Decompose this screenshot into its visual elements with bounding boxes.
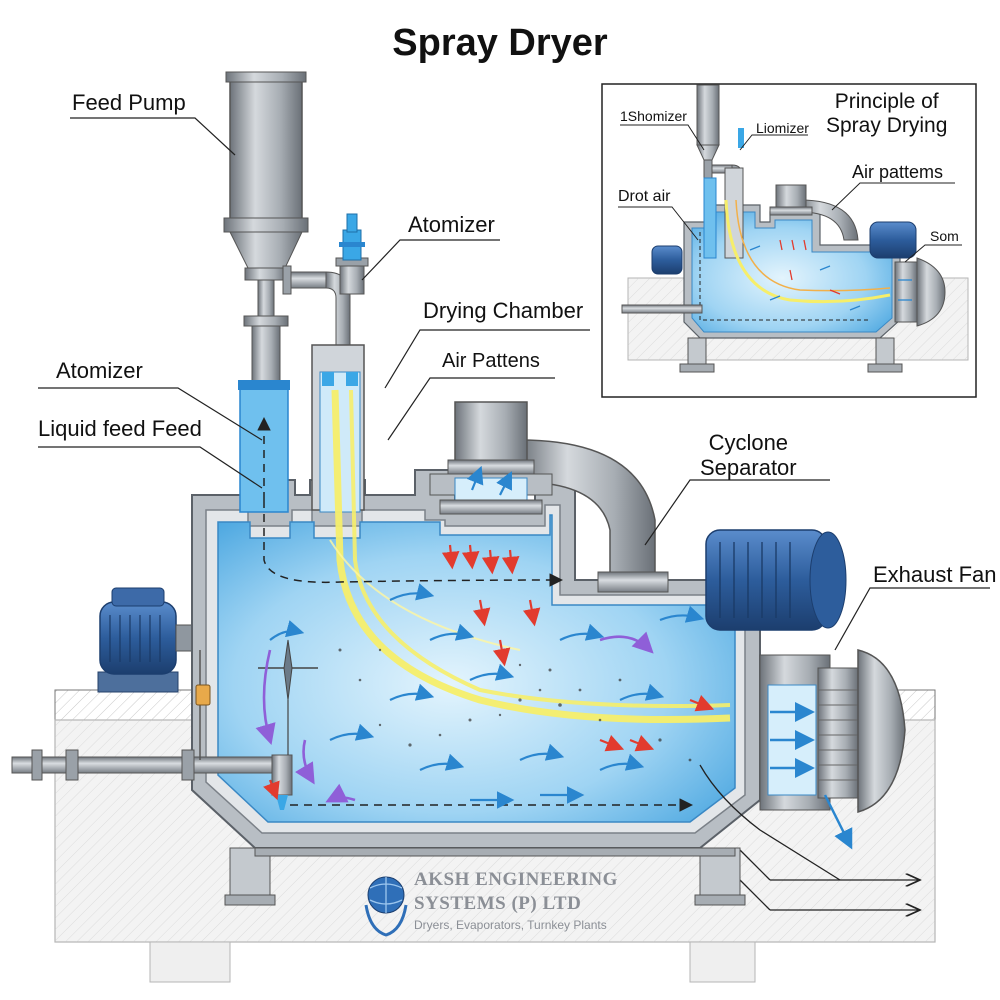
label-air-patterns: Air Pattens <box>442 350 540 372</box>
cyclone-separator <box>429 401 669 593</box>
left-motor <box>97 587 213 700</box>
inset-label-som: Som <box>930 228 959 244</box>
label-liquid-feed: Liquid feed Feed <box>38 416 202 441</box>
inset-title-line1: Principle of <box>834 90 939 113</box>
feed-pump <box>223 71 309 383</box>
label-feed-pump: Feed Pump <box>72 90 186 115</box>
label-atomizer-left: Atomizer <box>56 358 143 383</box>
liquid-feed-column <box>238 380 290 513</box>
hot-air-inlet-pipe <box>11 749 293 810</box>
feed-pipe-to-atomizer <box>282 257 369 346</box>
logo-tagline: Dryers, Evaporators, Turnkey Plants <box>414 918 607 932</box>
inset-label-drot-air: Drot air <box>618 188 671 205</box>
support-legs <box>224 847 746 906</box>
inset-panel <box>601 83 977 398</box>
label-cyclone-line2: Separator <box>700 455 797 481</box>
page-title: Spray Dryer <box>392 22 608 64</box>
inset-title-line2: Spray Drying <box>826 114 948 138</box>
label-cyclone-line1: Cyclone <box>708 430 789 455</box>
inset-label-atomizer-right: Liomizer <box>756 120 809 136</box>
inset-label-air-patterns: Air pattems <box>852 162 944 182</box>
inlet-gauge <box>195 639 318 760</box>
atomizer-nozzle-top <box>339 213 365 261</box>
leader-lines <box>38 117 990 651</box>
label-atomizer-top: Atomizer <box>408 212 495 237</box>
spray-flow-paths <box>255 389 920 910</box>
label-cyclone-separator: Cyclone Separator <box>700 430 797 481</box>
exhaust-fan <box>705 529 906 850</box>
inset-label-atomizer-left: 1Shomizer <box>620 108 687 124</box>
label-drying-chamber: Drying Chamber <box>423 298 584 323</box>
logo-text-line1: AKSH ENGINEERING <box>414 869 618 890</box>
logo-text-line2: SYSTEMS (P) LTD <box>414 893 582 914</box>
company-logo-emblem <box>364 876 408 937</box>
label-exhaust-fan: Exhaust Fan <box>873 562 997 587</box>
inset-title: Principle of Spray Drying <box>826 90 947 138</box>
